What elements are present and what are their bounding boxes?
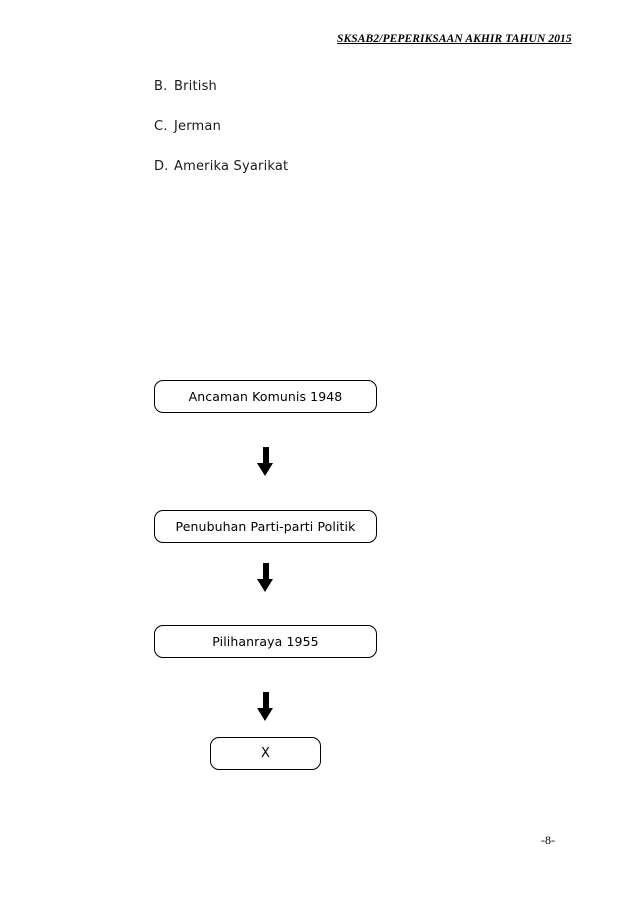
- arrow-shaft: [262, 692, 269, 710]
- option-c-text: Jerman: [174, 119, 222, 134]
- exam-header: SKSAB2/PEPERIKSAAN AKHIR TAHUN 2015: [337, 33, 572, 45]
- arrow-head: [257, 463, 273, 476]
- down-arrow-icon: [257, 563, 274, 593]
- flowchart-box-3-label: Pilihanraya 1955: [212, 634, 319, 649]
- arrow-head: [257, 579, 273, 592]
- option-c: C. Jerman: [154, 119, 221, 134]
- flowchart-box-1-label: Ancaman Komunis 1948: [188, 389, 343, 404]
- arrow-shaft: [262, 563, 269, 581]
- flowchart-box-2: Penubuhan Parti-parti Politik: [154, 510, 377, 543]
- page-number: -8-: [541, 833, 555, 847]
- flowchart-box-4-answer-blank: X: [210, 737, 321, 770]
- arrow-head: [257, 708, 273, 721]
- down-arrow-icon: [257, 447, 274, 477]
- flowchart-box-3: Pilihanraya 1955: [154, 625, 377, 658]
- flowchart-box-2-label: Penubuhan Parti-parti Politik: [175, 519, 356, 534]
- down-arrow-icon: [257, 692, 274, 722]
- option-d-letter: D.: [154, 159, 169, 174]
- option-d-text: Amerika Syarikat: [174, 159, 289, 174]
- option-b-text: British: [174, 79, 217, 94]
- flowchart-box-1: Ancaman Komunis 1948: [154, 380, 377, 413]
- flowchart-box-4-label: X: [260, 746, 270, 761]
- option-d: D. Amerika Syarikat: [154, 159, 288, 174]
- option-b-letter: B.: [154, 79, 168, 94]
- option-c-letter: C.: [154, 119, 168, 134]
- option-b: B. British: [154, 79, 217, 94]
- arrow-shaft: [262, 447, 269, 465]
